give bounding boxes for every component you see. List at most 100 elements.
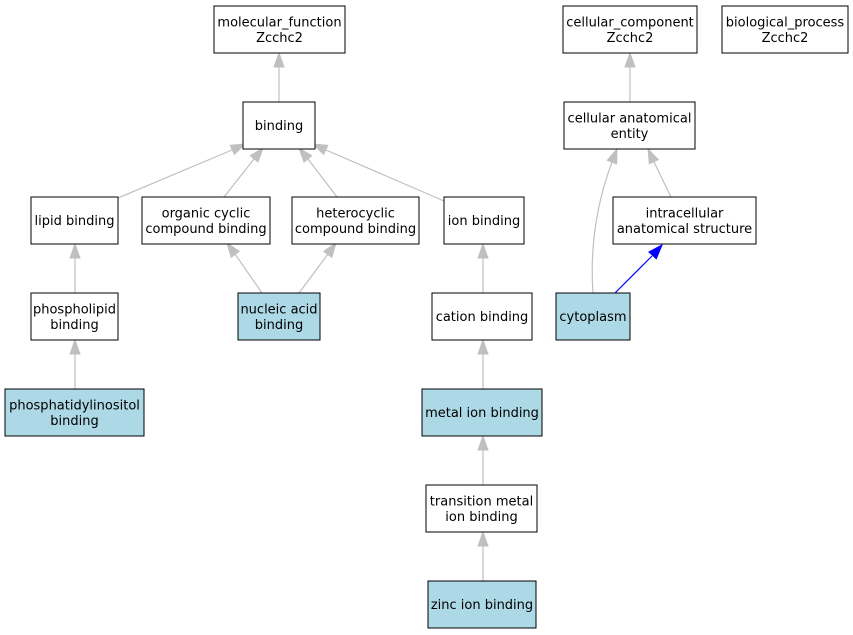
arrowhead bbox=[69, 338, 81, 355]
node-ion-binding: ion binding bbox=[443, 196, 525, 245]
node-box bbox=[237, 292, 321, 341]
node-label: heterocyclic bbox=[316, 206, 395, 221]
node-label: transition metal bbox=[430, 494, 533, 509]
node-label: nucleic acid bbox=[240, 302, 317, 317]
arrowhead bbox=[477, 530, 489, 547]
node-box bbox=[30, 292, 119, 341]
edge-cellular_anatomical-to-cellular_component bbox=[624, 51, 636, 102]
arrowhead bbox=[647, 147, 660, 165]
node-lipid-binding: lipid binding bbox=[30, 196, 119, 245]
arrowhead bbox=[322, 241, 337, 259]
edge-transition_metal-to-metal_ion bbox=[477, 434, 489, 485]
node-box bbox=[612, 196, 757, 245]
edge-line bbox=[234, 253, 263, 294]
edge-phosphatidylinositol-to-phospholipid bbox=[69, 338, 81, 389]
arrowhead bbox=[249, 146, 264, 163]
node-label: phospholipid bbox=[33, 302, 116, 317]
edge-line bbox=[223, 158, 255, 198]
arrowhead bbox=[477, 242, 489, 259]
edge-binding-to-molecular_function bbox=[273, 51, 285, 102]
edge-cation_binding-to-ion_binding bbox=[477, 242, 489, 293]
node-label: metal ion binding bbox=[425, 406, 539, 421]
node-box bbox=[425, 484, 538, 533]
edge-phospholipid-to-lipid_binding bbox=[69, 242, 81, 293]
edge-intracellular-to-cellular_anatomical bbox=[647, 147, 672, 198]
arrowhead bbox=[477, 434, 489, 451]
node-label: compound binding bbox=[145, 222, 266, 237]
edge-nucleic_acid-to-heterocyclic bbox=[298, 241, 337, 294]
node-box bbox=[4, 388, 145, 437]
node-label: entity bbox=[611, 127, 649, 142]
arrowhead bbox=[69, 242, 81, 259]
arrowhead bbox=[311, 143, 329, 156]
node-box bbox=[562, 5, 698, 54]
node-label: Zcchc2 bbox=[607, 31, 654, 46]
node-label: cellular_component bbox=[566, 15, 694, 30]
edge-line bbox=[591, 161, 613, 294]
node-label: binding bbox=[50, 414, 98, 429]
node-cytoplasm: cytoplasm bbox=[555, 292, 631, 341]
node-box bbox=[443, 196, 525, 245]
edge-line bbox=[653, 161, 672, 198]
node-box bbox=[421, 388, 543, 437]
edge-cytoplasm-to-intracellular bbox=[614, 243, 663, 294]
node-box bbox=[30, 196, 119, 245]
arrowhead bbox=[624, 51, 636, 68]
edge-zinc_ion-to-transition_metal bbox=[477, 530, 489, 581]
node-zinc-ion: zinc ion binding bbox=[427, 580, 537, 629]
node-metal-ion: metal ion binding bbox=[421, 388, 543, 437]
edge-line bbox=[614, 255, 653, 294]
edge-lipid_binding-to-binding bbox=[117, 143, 247, 199]
node-label: cellular anatomical bbox=[568, 111, 692, 126]
arrowhead bbox=[648, 243, 663, 260]
edge-line bbox=[307, 158, 338, 198]
arrowhead bbox=[477, 338, 489, 355]
edge-line bbox=[117, 149, 233, 199]
edge-organic_cyclic-to-binding bbox=[223, 146, 264, 198]
arrowhead bbox=[226, 241, 241, 259]
node-box bbox=[563, 101, 696, 150]
node-label: molecular_function bbox=[217, 15, 341, 30]
arrowhead bbox=[606, 147, 618, 165]
edge-line bbox=[298, 253, 329, 294]
node-label: Zcchc2 bbox=[256, 31, 303, 46]
edge-heterocyclic-to-binding bbox=[298, 146, 338, 198]
node-box bbox=[141, 196, 271, 245]
node-binding: binding bbox=[242, 101, 316, 150]
node-label: ion binding bbox=[445, 510, 517, 525]
node-label: biological_process bbox=[726, 15, 845, 30]
edge-line bbox=[325, 149, 445, 202]
edge-cytoplasm-to-cellular_anatomical bbox=[591, 147, 618, 294]
node-label: cation binding bbox=[436, 310, 529, 325]
node-label: lipid binding bbox=[35, 214, 115, 229]
edge-nucleic_acid-to-organic_cyclic bbox=[226, 241, 263, 294]
node-label: organic cyclic bbox=[162, 206, 251, 221]
node-box bbox=[242, 101, 316, 150]
edge-ion_binding-to-binding bbox=[311, 143, 445, 202]
node-box bbox=[427, 580, 537, 629]
node-label: binding bbox=[50, 318, 98, 333]
node-box bbox=[431, 292, 533, 341]
node-box bbox=[291, 196, 420, 245]
node-label: phosphatidylinositol bbox=[9, 398, 140, 413]
edges-layer bbox=[69, 51, 672, 581]
node-box bbox=[555, 292, 631, 341]
node-box bbox=[721, 5, 849, 54]
node-label: binding bbox=[255, 318, 303, 333]
node-label: anatomical structure bbox=[617, 222, 752, 237]
node-label: ion binding bbox=[448, 214, 520, 229]
node-cation-binding: cation binding bbox=[431, 292, 533, 341]
arrowhead bbox=[229, 143, 247, 156]
node-label: zinc ion binding bbox=[431, 598, 533, 613]
